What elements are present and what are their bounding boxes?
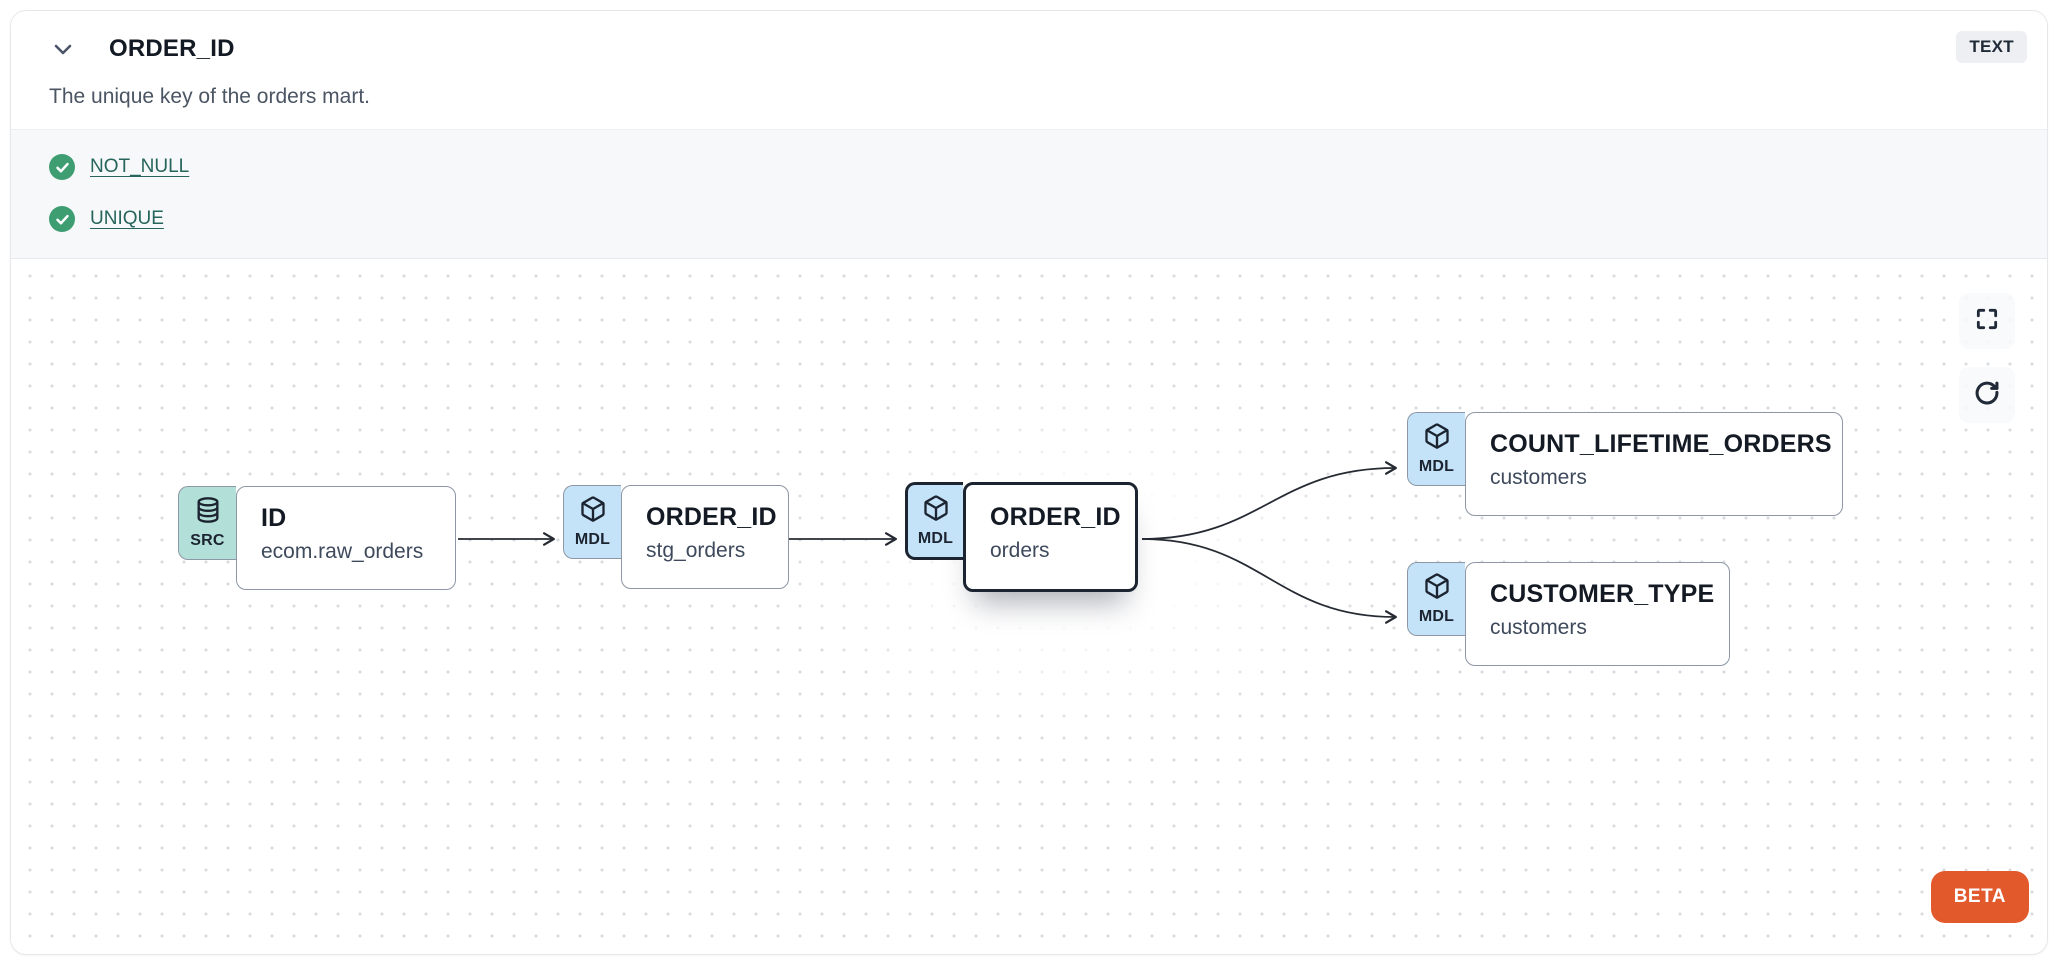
node-body: COUNT_LIFETIME_ORDERS customers — [1465, 412, 1843, 516]
model-badge: MDL — [1407, 562, 1465, 636]
fullscreen-icon — [1974, 306, 2000, 337]
test-link-not-null[interactable]: NOT_NULL — [90, 156, 190, 177]
check-circle-icon — [49, 206, 75, 232]
node-badge-label: MDL — [574, 531, 611, 548]
test-row: UNIQUE — [49, 206, 2009, 232]
fullscreen-button[interactable] — [1959, 293, 2015, 349]
canvas-controls — [1959, 293, 2015, 423]
card-header: ORDER_ID TEXT The unique key of the orde… — [11, 11, 2047, 129]
node-subtitle: customers — [1490, 466, 1587, 489]
column-title: ORDER_ID — [109, 35, 235, 62]
chevron-down-icon[interactable] — [49, 35, 77, 63]
lineage-node-source-id[interactable]: SRC ID ecom.raw_orders — [178, 486, 456, 590]
cube-icon — [579, 495, 607, 528]
node-subtitle: stg_orders — [646, 539, 746, 562]
node-subtitle: ecom.raw_orders — [261, 540, 424, 563]
node-body: ORDER_ID stg_orders — [621, 485, 789, 589]
model-badge: MDL — [1407, 412, 1465, 486]
test-link-unique[interactable]: UNIQUE — [90, 208, 164, 229]
cube-icon — [1423, 422, 1451, 455]
node-badge-label: MDL — [1418, 458, 1455, 475]
refresh-button[interactable] — [1959, 367, 2015, 423]
node-title: ORDER_ID — [990, 503, 1121, 531]
lineage-canvas[interactable]: SRC ID ecom.raw_orders MDL ORDER_ID stg — [11, 259, 2047, 943]
lineage-node-orders-order-id-selected[interactable]: MDL ORDER_ID orders — [905, 482, 1138, 592]
cube-icon — [922, 494, 950, 527]
test-row: NOT_NULL — [49, 154, 2009, 180]
column-type-badge: TEXT — [1956, 31, 2027, 63]
column-details-card: ORDER_ID TEXT The unique key of the orde… — [10, 10, 2048, 955]
node-body: ID ecom.raw_orders — [236, 486, 456, 590]
node-body: ORDER_ID orders — [963, 482, 1138, 592]
node-body: CUSTOMER_TYPE customers — [1465, 562, 1730, 666]
lineage-node-count-lifetime-orders[interactable]: MDL COUNT_LIFETIME_ORDERS customers — [1407, 412, 1843, 516]
model-badge: MDL — [905, 482, 963, 560]
lineage-node-stg-order-id[interactable]: MDL ORDER_ID stg_orders — [563, 485, 789, 589]
source-badge: SRC — [178, 486, 236, 560]
edge-orders-to-customer-type — [1141, 538, 1397, 624]
node-badge-label: MDL — [1418, 608, 1455, 625]
database-icon — [194, 496, 222, 529]
column-description: The unique key of the orders mart. — [49, 85, 370, 108]
lineage-node-customer-type[interactable]: MDL CUSTOMER_TYPE customers — [1407, 562, 1730, 666]
edge-orders-to-count-lifetime-orders — [1141, 461, 1397, 540]
node-subtitle: orders — [990, 539, 1050, 562]
beta-badge: BETA — [1930, 871, 2029, 923]
cube-icon — [1423, 572, 1451, 605]
lineage-edges — [458, 461, 1397, 624]
node-title: ID — [261, 504, 287, 532]
node-title: ORDER_ID — [646, 503, 777, 531]
node-title: COUNT_LIFETIME_ORDERS — [1490, 430, 1832, 458]
node-badge-label: SRC — [190, 532, 225, 549]
node-badge-label: MDL — [917, 530, 954, 547]
node-title: CUSTOMER_TYPE — [1490, 580, 1715, 608]
node-subtitle: customers — [1490, 616, 1587, 639]
check-circle-icon — [49, 154, 75, 180]
tests-section: NOT_NULL UNIQUE — [11, 129, 2047, 259]
model-badge: MDL — [563, 485, 621, 559]
refresh-icon — [1973, 379, 2001, 412]
